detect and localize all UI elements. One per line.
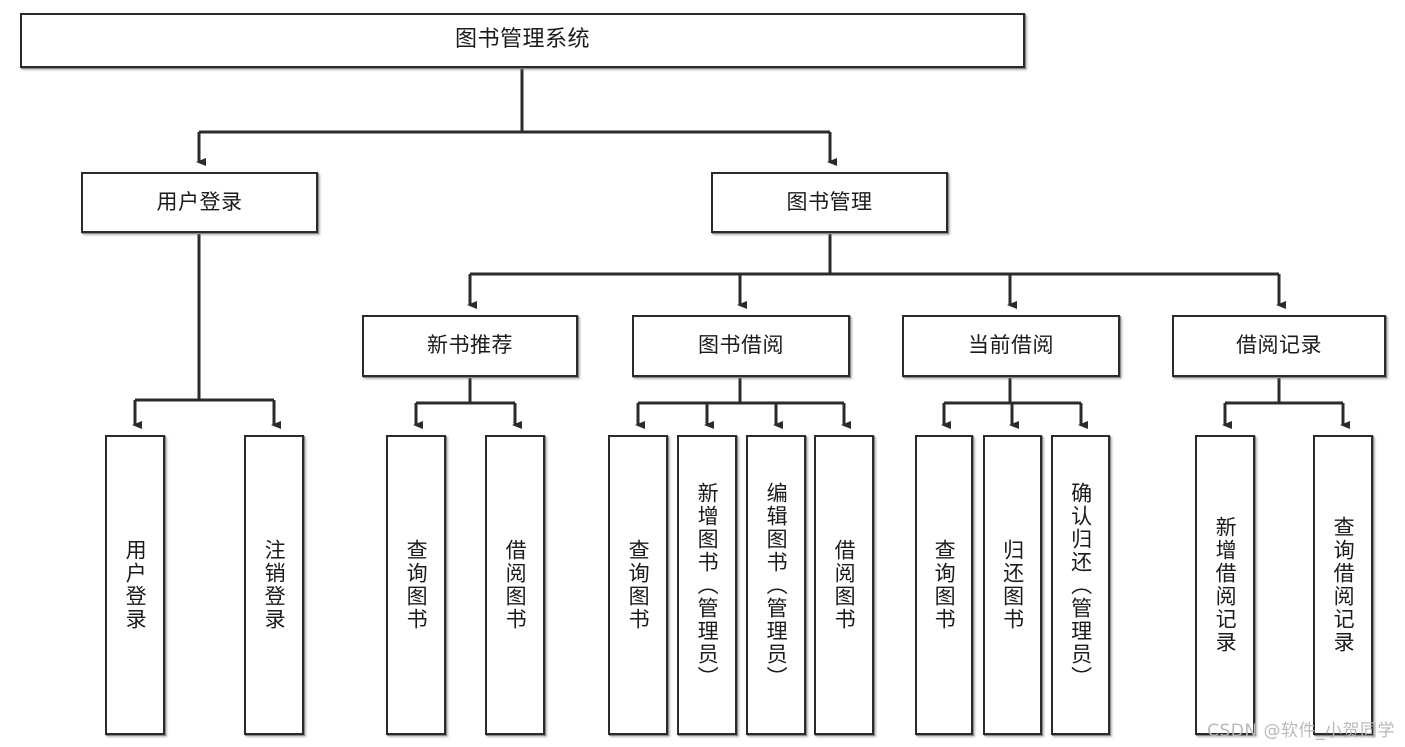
leaf-logout[interactable]: 注销登录 bbox=[244, 435, 304, 735]
node-label: 注销登录 bbox=[262, 539, 287, 631]
node-label: 图书管理 bbox=[786, 189, 873, 214]
node-label: 借阅图书 bbox=[503, 539, 528, 631]
node-label: 用户登录 bbox=[156, 189, 243, 214]
node-book-borrow[interactable]: 图书借阅 bbox=[632, 315, 850, 377]
leaf-add-borrow-record[interactable]: 新增借阅记录 bbox=[1195, 435, 1255, 735]
leaf-query-book-recommend[interactable]: 查询图书 bbox=[386, 435, 446, 735]
node-label: 归还图书 bbox=[1000, 539, 1025, 631]
leaf-return-book[interactable]: 归还图书 bbox=[983, 435, 1042, 735]
node-label: 当前借阅 bbox=[968, 333, 1054, 358]
leaf-query-book-current[interactable]: 查询图书 bbox=[915, 435, 973, 735]
node-label: 查询图书 bbox=[404, 539, 429, 631]
node-new-book-recommend[interactable]: 新书推荐 bbox=[362, 315, 578, 377]
leaf-user-login[interactable]: 用户登录 bbox=[105, 435, 165, 735]
leaf-confirm-return-admin[interactable]: 确认归还（管理员） bbox=[1051, 435, 1110, 735]
node-label: 新增图书（管理员） bbox=[695, 481, 720, 689]
node-label: 借阅图书 bbox=[832, 539, 857, 631]
leaf-query-book-borrow[interactable]: 查询图书 bbox=[608, 435, 668, 735]
node-label: 查询图书 bbox=[932, 539, 957, 631]
node-current-borrow[interactable]: 当前借阅 bbox=[902, 315, 1120, 377]
node-label: 图书借阅 bbox=[698, 333, 784, 358]
node-borrow-record[interactable]: 借阅记录 bbox=[1172, 315, 1386, 377]
node-root-system[interactable]: 图书管理系统 bbox=[20, 13, 1025, 68]
node-label: 编辑图书（管理员） bbox=[764, 481, 789, 689]
node-label: 查询图书 bbox=[626, 539, 651, 631]
node-label: 新增借阅记录 bbox=[1213, 516, 1238, 654]
node-label: 新书推荐 bbox=[427, 333, 513, 358]
node-label: 用户登录 bbox=[123, 539, 148, 631]
leaf-edit-book-admin[interactable]: 编辑图书（管理员） bbox=[746, 435, 806, 735]
node-user-login[interactable]: 用户登录 bbox=[81, 172, 318, 233]
leaf-query-borrow-record[interactable]: 查询借阅记录 bbox=[1313, 435, 1373, 735]
leaf-add-book-admin[interactable]: 新增图书（管理员） bbox=[677, 435, 737, 735]
node-label: 借阅记录 bbox=[1236, 333, 1322, 358]
node-label: 确认归还（管理员） bbox=[1068, 481, 1093, 689]
node-book-management[interactable]: 图书管理 bbox=[711, 172, 948, 233]
watermark: CSDN @软件_小贺同学 bbox=[1207, 721, 1395, 741]
leaf-borrow-book[interactable]: 借阅图书 bbox=[814, 435, 874, 735]
node-label: 查询借阅记录 bbox=[1331, 516, 1356, 654]
leaf-borrow-book-recommend[interactable]: 借阅图书 bbox=[485, 435, 545, 735]
node-label: 图书管理系统 bbox=[454, 27, 590, 53]
